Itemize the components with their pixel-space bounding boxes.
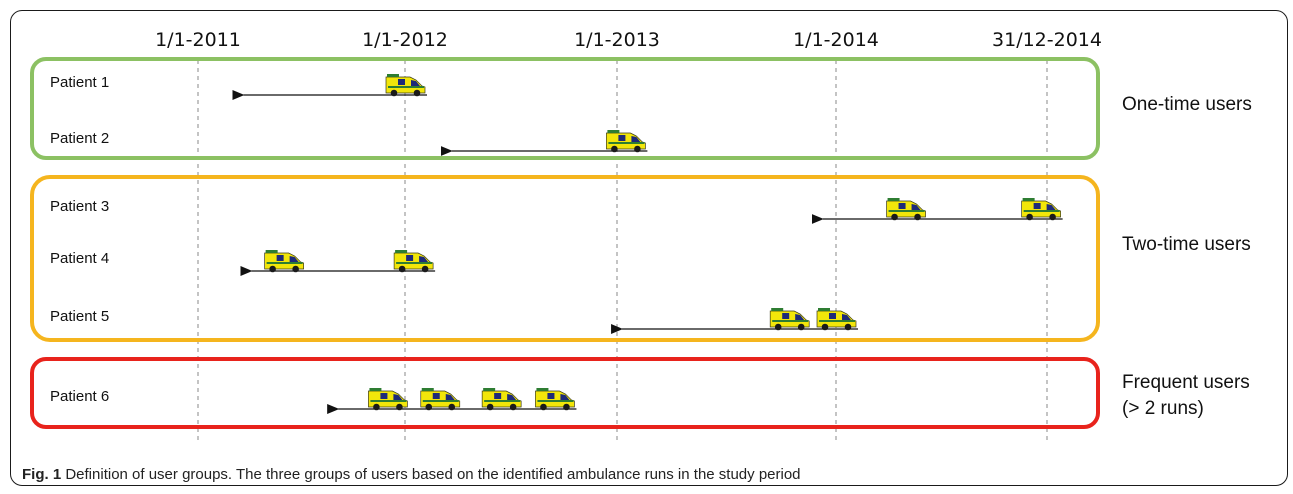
ambulance-icon [1021,198,1061,221]
ambulance-icon [606,130,646,153]
figure-frame [10,10,1288,486]
date-label: 1/1-2013 [574,29,660,51]
ambulance-icon [264,250,304,273]
group-label: Two-time users [1122,234,1251,255]
ambulance-icon [769,308,810,331]
patient-label: Patient 4 [50,250,109,267]
date-label: 1/1-2011 [155,29,241,51]
ambulance-icon [481,388,522,411]
patient-label: Patient 6 [50,388,109,405]
figure-label: Fig. 1 [22,466,62,483]
date-label: 31/12-2014 [992,29,1102,51]
ambulance-icon [385,74,426,97]
ambulance-icon [393,250,434,273]
group-label: Frequent users [1122,372,1250,393]
ambulance-icon [420,388,461,411]
group-box [30,57,1100,160]
patient-label: Patient 2 [50,130,109,147]
ambulance-icon [886,198,926,221]
date-label: 1/1-2012 [362,29,448,51]
group-box [30,175,1100,342]
ambulance-icon [816,308,857,331]
patient-label: Patient 1 [50,74,109,91]
patient-label: Patient 5 [50,308,109,325]
patient-label: Patient 3 [50,198,109,215]
group-label: (> 2 runs) [1122,398,1204,419]
ambulance-icon [368,388,408,411]
group-label: One-time users [1122,94,1252,115]
caption-text: Definition of user groups. The three gro… [61,466,801,483]
date-label: 1/1-2014 [793,29,879,51]
group-box [30,357,1100,429]
figure-caption: Fig. 1 Definition of user groups. The th… [22,466,801,483]
ambulance-icon [535,388,575,411]
